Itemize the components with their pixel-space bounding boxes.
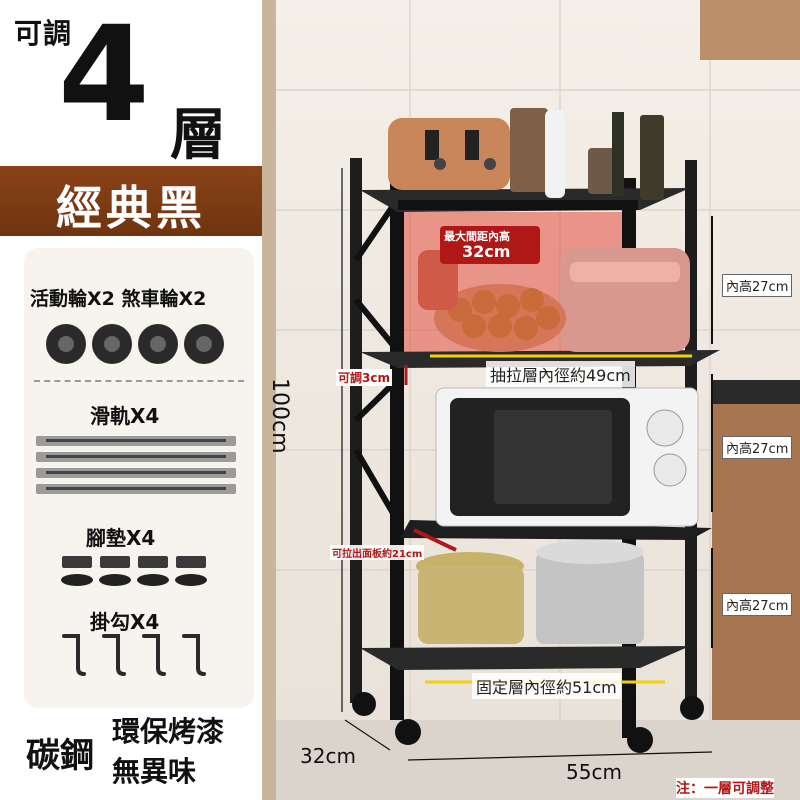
max-gap-value: 32cm [462,242,511,261]
pads-label: 腳墊X4 [86,526,156,550]
pull-panel-label: 可拉出面板約21cm [330,545,425,560]
caster-wheel-icon [46,324,224,364]
width-label: 55cm [566,760,622,784]
divider [34,380,244,382]
depth-label: 32cm [300,744,356,768]
material-label: 碳鋼 [26,736,94,776]
layer-heading: 可調 4 層 [0,0,262,168]
jar [510,108,548,192]
counter-top [712,380,800,404]
spice-jar [588,148,618,194]
rails-label: 滑軌X4 [90,404,160,428]
rack-casters [352,692,704,753]
inner-height-middle: 內高27cm [722,436,793,459]
feature-eco-paint: 環保烤漆 [112,715,225,748]
accessory-list: 活動輪X2 煞車輪X2 滑軌X4 [24,248,254,708]
pull-layer-width: 抽拉層內徑約49cm [486,361,635,387]
total-height-label: 100cm [267,378,292,454]
toaster [388,118,510,190]
foot-pad-icon [61,556,207,586]
feature-odorless: 無異味 [112,755,197,788]
adjust-note: 注：一層可調整 [676,778,774,798]
color-name: 經典黑 [56,181,206,235]
upper-cabinet [700,0,800,60]
fixed-layer-width: 固定層內徑約51cm [472,673,621,699]
shelf-fixed [360,646,690,670]
spec-panel: 可調 4 層 經典黑 活動輪X2 煞車輪X2 滑軌X4 [0,0,262,800]
dimension-lines [341,168,713,761]
hook-icon [62,634,206,676]
max-gap-badge [440,226,540,264]
steel-pot [536,552,644,644]
pull-arrow [413,528,457,552]
slide-rail-icon [36,436,236,494]
golden-pot [418,566,524,644]
layer-unit: 層 [170,103,226,168]
wheels-label: 活動輪X2 煞車輪X2 [30,288,207,310]
max-gap-label: 最大間距內高 [444,230,510,243]
bottle [545,110,565,198]
adjust-3cm-label: 可調3cm [336,369,392,386]
bottle-dark [612,112,624,196]
layer-count: 4 [58,0,150,152]
adjustable-label: 可調 [14,17,73,50]
inner-height-top: 內高27cm [722,274,793,297]
inner-height-bottom: 內高27cm [722,593,793,616]
bottle-oil [640,115,664,200]
door-frame [262,0,276,800]
hooks-label: 掛勾X4 [90,610,160,634]
color-banner: 經典黑 [0,166,262,236]
